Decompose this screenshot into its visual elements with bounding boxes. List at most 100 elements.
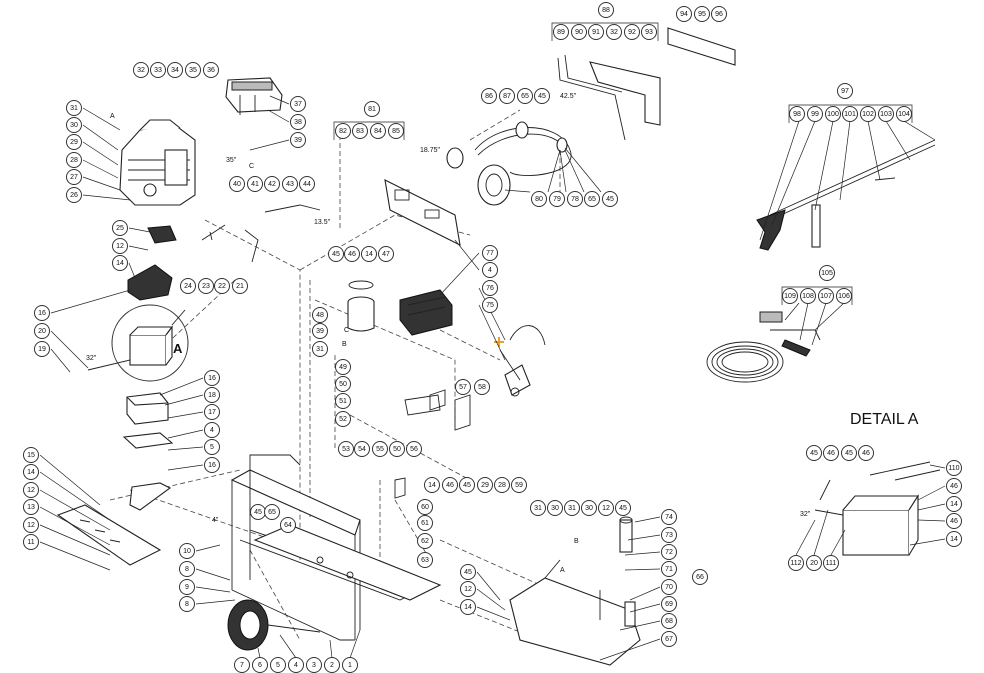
balloon-label: 55 (376, 446, 384, 453)
leader-line (619, 620, 661, 631)
part-balloon: 46 (946, 478, 962, 494)
leader-line (167, 411, 204, 419)
balloon-label: 16 (208, 375, 216, 382)
balloon-label: 7 (240, 662, 244, 669)
balloon-label: 108 (802, 293, 814, 300)
pulley-belt (446, 121, 572, 206)
balloon-label: 32 (137, 67, 145, 74)
leader-line (454, 239, 480, 271)
balloon-label: 41 (251, 181, 259, 188)
balloon-label: 22 (218, 283, 226, 290)
balloon-circle (878, 106, 894, 122)
balloon-label: 46 (348, 251, 356, 258)
balloon-circle (112, 220, 128, 236)
balloon-circle (661, 596, 677, 612)
balloon-circle (482, 262, 498, 278)
balloon-circle (858, 445, 874, 461)
leader-line (839, 120, 851, 201)
balloon-label: 39 (316, 328, 324, 335)
battery (87, 304, 189, 382)
part-balloon: 109 (782, 288, 798, 304)
balloon-circle (661, 613, 677, 629)
balloon-circle (23, 482, 39, 498)
leader-line (634, 516, 661, 523)
part-balloon: 41 (247, 176, 263, 192)
part-balloon: 39 (290, 132, 306, 148)
part-balloon: 97 (837, 83, 853, 99)
pump (399, 289, 453, 336)
balloon-circle (694, 6, 710, 22)
leader-line (82, 124, 119, 151)
balloon-label: 45 (538, 93, 546, 100)
leader-line (917, 485, 946, 501)
part-balloon: 95 (694, 6, 710, 22)
part-balloon: 104 (896, 106, 912, 122)
balloon-label: 51 (339, 398, 347, 405)
balloon-label: 2 (330, 662, 334, 669)
balloon-circle (692, 569, 708, 585)
leader-line (799, 302, 809, 341)
balloon-label: 30 (585, 505, 593, 512)
balloon-circle (264, 504, 280, 520)
battery-tray (122, 392, 174, 511)
leader-line (39, 541, 111, 571)
part-balloon: 32 (133, 62, 149, 78)
balloon-circle (661, 561, 677, 577)
part-balloon: 5 (270, 657, 286, 673)
balloon-circle (406, 441, 422, 457)
balloon-label: 35 (189, 67, 197, 74)
balloon-label: 43 (286, 181, 294, 188)
part-balloon: 98 (789, 106, 805, 122)
balloon-label: 75 (486, 302, 494, 309)
part-balloon: 45 (459, 477, 475, 493)
part-balloon: 21 (232, 278, 248, 294)
balloon-circle (711, 6, 727, 22)
balloon-label: 89 (557, 29, 565, 36)
balloon-label: 50 (393, 446, 401, 453)
leader-line (814, 302, 845, 331)
balloon-circle (946, 478, 962, 494)
part-balloon: 26 (66, 187, 82, 203)
part-balloon: 92 (624, 24, 640, 40)
part-balloon: 4 (482, 262, 498, 278)
balloon-label: 58 (478, 384, 486, 391)
balloon-circle (598, 500, 614, 516)
part-balloon: 45 (806, 445, 822, 461)
leader-line (249, 139, 290, 151)
balloon-label: 4 (488, 267, 492, 274)
balloon-label: 21 (236, 283, 244, 290)
part-balloon: 45 (615, 500, 631, 516)
balloon-circle (66, 187, 82, 203)
balloon-circle (179, 596, 195, 612)
leader-line (599, 638, 661, 661)
balloon-label: 30 (551, 505, 559, 512)
part-balloon: 29 (477, 477, 493, 493)
balloon-label: 61 (421, 520, 429, 527)
part-balloon: 14 (946, 531, 962, 547)
balloon-circle (676, 6, 692, 22)
balloon-label: 29 (70, 139, 78, 146)
part-balloon: 16 (204, 370, 220, 386)
battery-cover (127, 264, 173, 301)
balloon-circle (860, 106, 876, 122)
balloon-label: 53 (342, 446, 350, 453)
balloon-circle (482, 297, 498, 313)
annotation-18-75: 18.75" (420, 147, 441, 154)
balloon-circle (553, 24, 569, 40)
part-balloon: 11 (23, 534, 39, 550)
part-balloon: 96 (711, 6, 727, 22)
part-balloon: 23 (198, 278, 214, 294)
balloon-circle (499, 88, 515, 104)
balloon-label: 67 (665, 636, 673, 643)
leader-line (257, 647, 261, 659)
part-balloon: 102 (860, 106, 876, 122)
part-balloon: 81 (364, 101, 380, 117)
balloon-circle (477, 477, 493, 493)
leader-line (917, 503, 946, 511)
balloon-circle (946, 513, 962, 529)
balloon-label: 45 (619, 505, 627, 512)
leader-line (917, 519, 946, 522)
balloon-label: 88 (602, 7, 610, 14)
balloon-circle (312, 323, 328, 339)
leader-line (82, 107, 121, 131)
